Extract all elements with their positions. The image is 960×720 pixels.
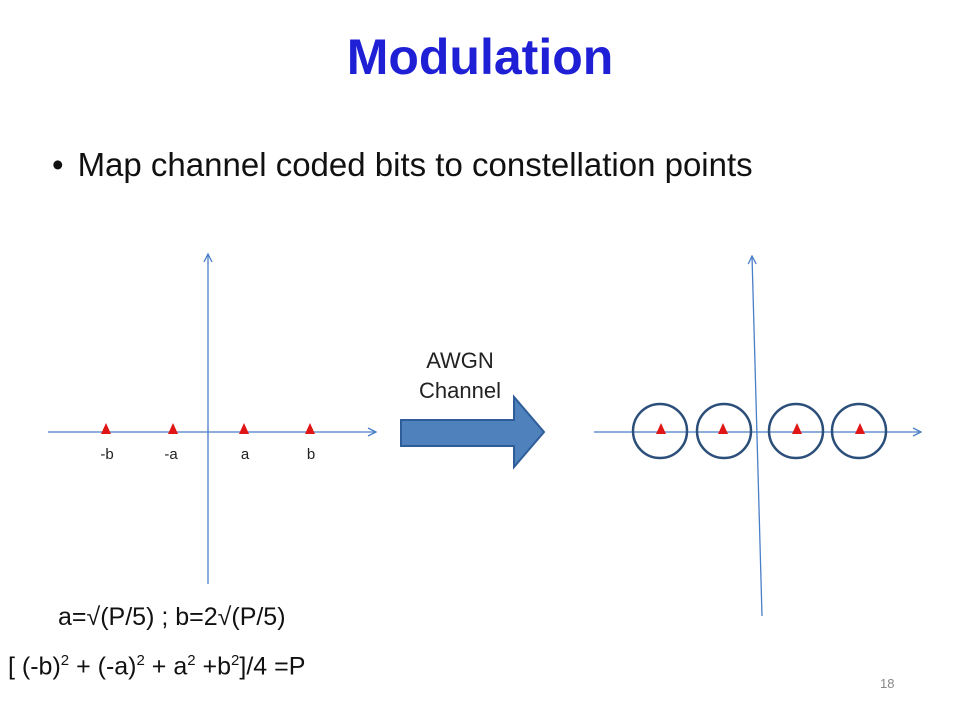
right-point-1: [656, 423, 666, 434]
right-point-4: [855, 423, 865, 434]
bullet-dot-icon: •: [52, 146, 64, 183]
eq-part-3: + a: [144, 652, 188, 681]
equation-amplitudes: a=√(P/5) ; b=2√(P/5): [58, 603, 286, 631]
slide-title: Modulation: [346, 29, 614, 85]
channel-arrow-icon: [400, 394, 546, 470]
channel-label-line1: AWGN: [426, 348, 494, 373]
page-number: 18: [880, 676, 895, 691]
noise-circle-2: [695, 402, 753, 460]
eq-part-close: ]/4 =P: [239, 652, 306, 681]
bullet-point: • Map channel coded bits to constellation…: [52, 146, 753, 184]
label-minus-b: -b: [100, 446, 113, 463]
equation-power: [ (-b)2 + (-a)2 + a2 +b2]/4 =P: [8, 652, 305, 681]
right-constellation: [594, 256, 921, 617]
noise-circle-1: [631, 402, 689, 460]
bullet-text: Map channel coded bits to constellation …: [77, 146, 753, 183]
eq-exp-3: 2: [187, 652, 196, 669]
eq-exp-4: 2: [231, 652, 240, 669]
label-minus-a: -a: [164, 446, 178, 463]
eq-part-open: [ (-b): [8, 652, 61, 681]
right-y-axis: [752, 256, 763, 617]
eq-part-4: +b: [195, 652, 232, 681]
left-point-a: [239, 423, 249, 434]
left-point-b: [305, 423, 315, 434]
left-constellation: -b -a a b: [48, 254, 376, 584]
right-point-2: [718, 423, 728, 434]
left-point-minus-b: [101, 423, 111, 434]
noise-circle-3: [767, 402, 825, 460]
label-b: b: [307, 446, 315, 463]
eq-exp-1: 2: [60, 652, 70, 669]
eq-exp-2: 2: [136, 652, 145, 669]
channel-label: AWGN Channel: [390, 346, 530, 406]
left-point-minus-a: [168, 423, 178, 434]
noise-circle-4: [830, 402, 888, 460]
channel-label-line2: Channel: [419, 378, 501, 403]
label-a: a: [241, 446, 250, 463]
right-point-3: [792, 423, 802, 434]
eq-part-2: + (-a): [69, 652, 137, 681]
